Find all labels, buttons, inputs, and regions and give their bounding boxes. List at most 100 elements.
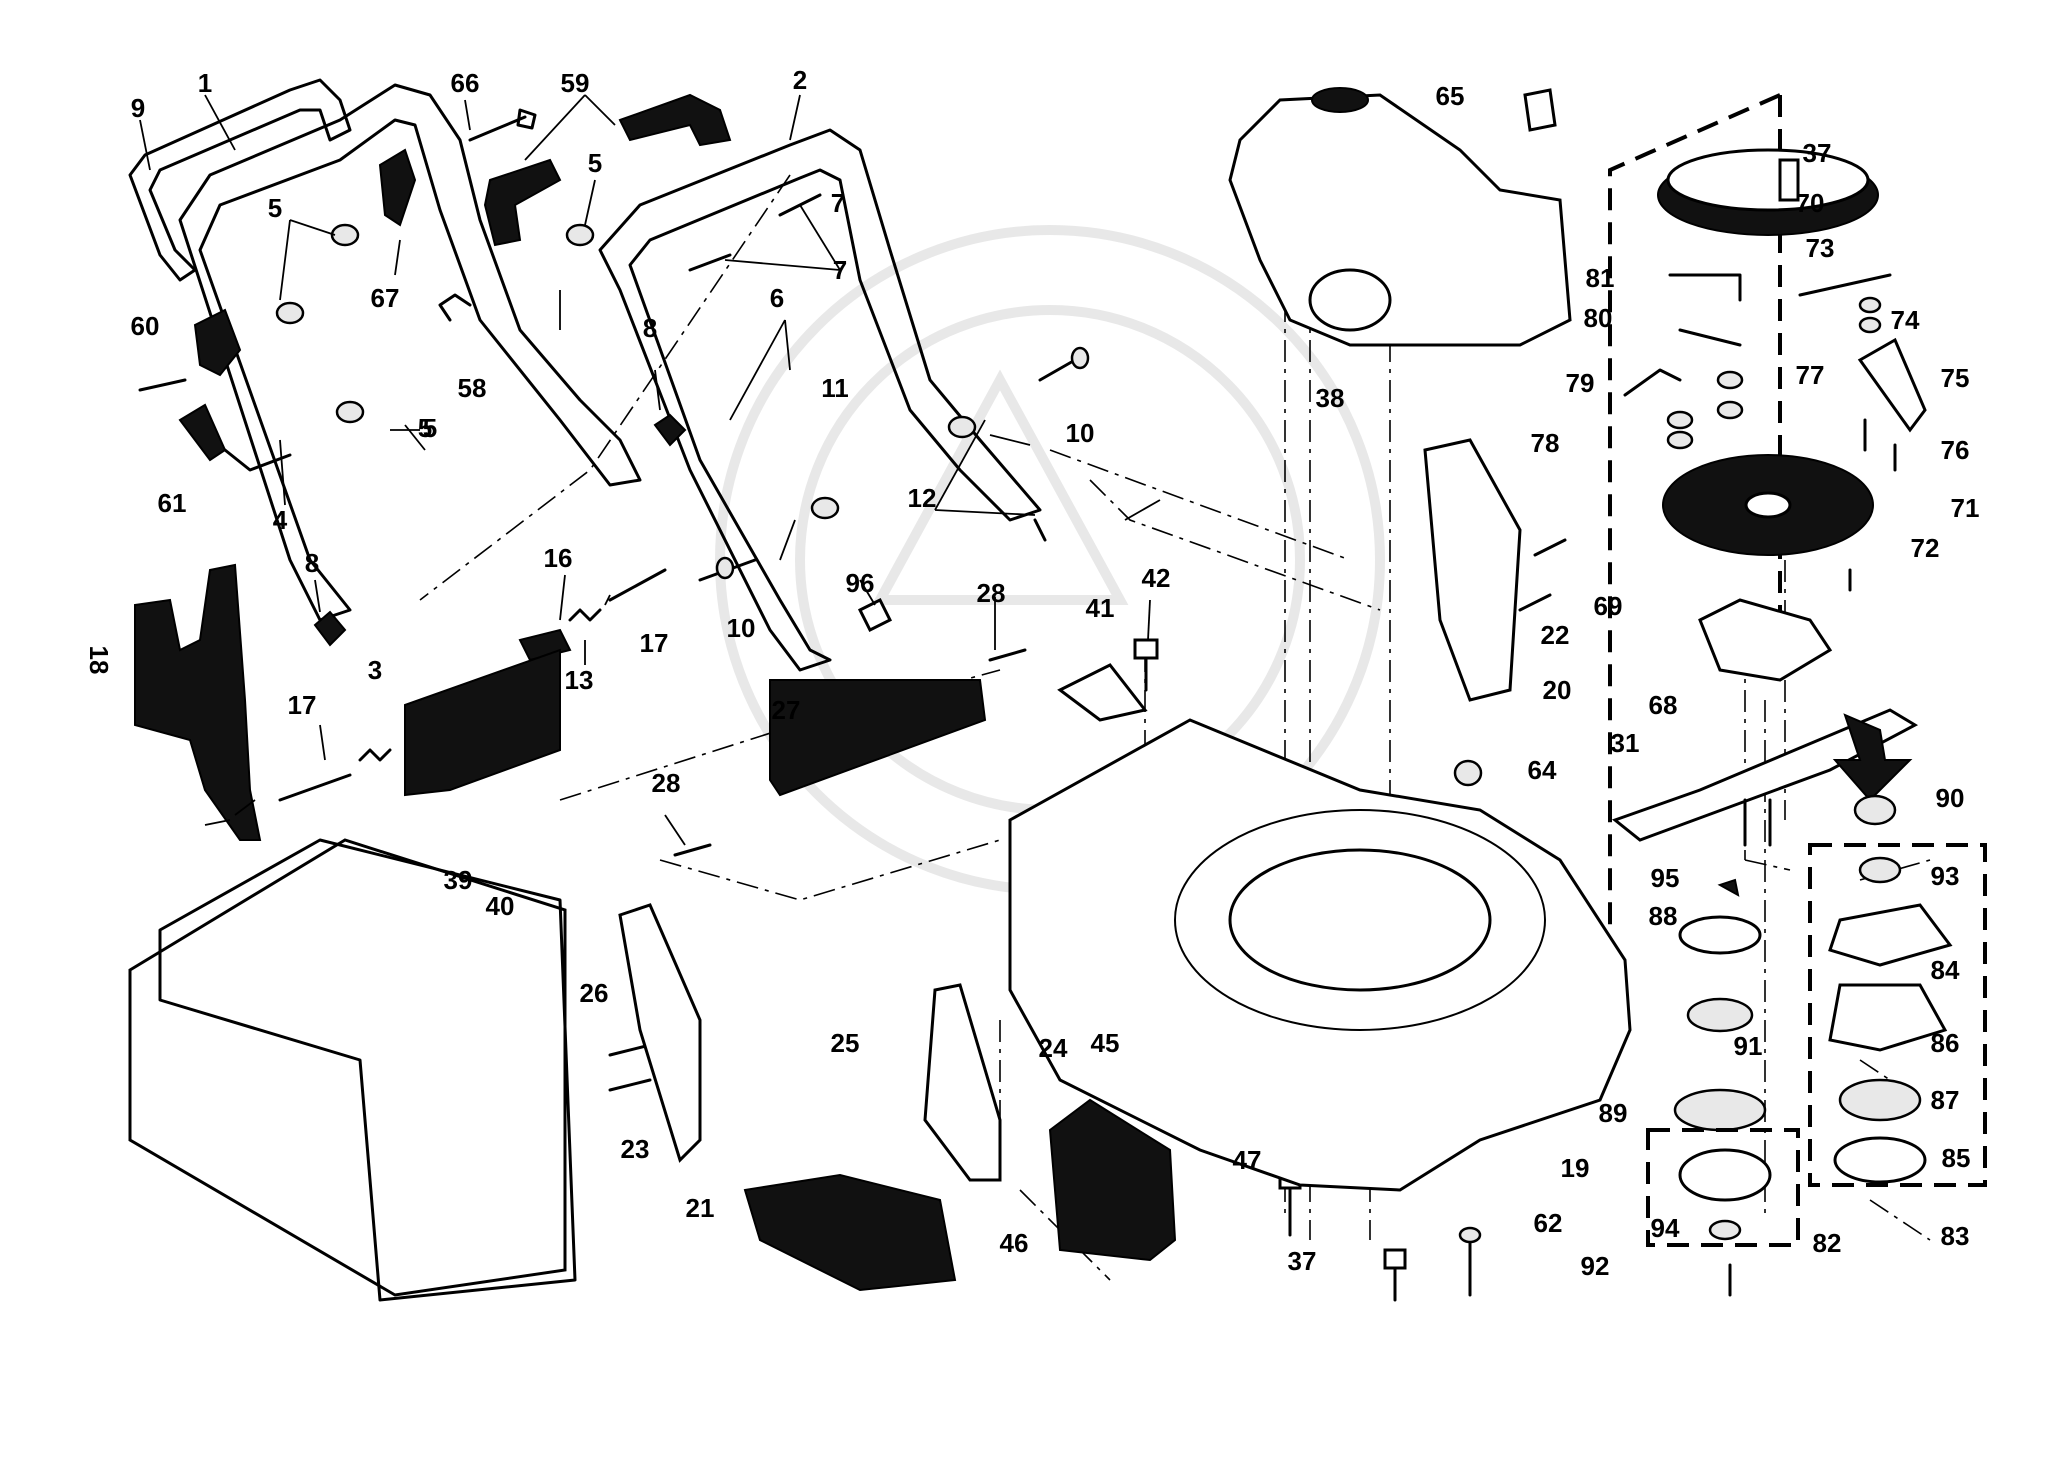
part-label-8: 8	[643, 313, 657, 343]
part-label-37: 37	[1288, 1246, 1317, 1276]
part-label-88: 88	[1649, 901, 1678, 931]
grass-bag-39-40	[128, 838, 577, 1302]
part-label-5: 5	[268, 193, 282, 223]
part-label-27: 27	[772, 695, 801, 725]
part-label-71: 71	[1951, 493, 1980, 523]
part-label-60: 60	[131, 311, 160, 341]
discharge-deflector-46	[743, 1173, 957, 1292]
part-label-13: 13	[565, 665, 594, 695]
part-label-76: 76	[1941, 435, 1970, 465]
upper-handle-2	[598, 128, 1042, 672]
part-label-19: 19	[1561, 1153, 1590, 1183]
part-label-89: 89	[1599, 1098, 1628, 1128]
part-label-93: 93	[1931, 861, 1960, 891]
part-label-73: 73	[1806, 233, 1835, 263]
part-label-87: 87	[1931, 1085, 1960, 1115]
part-label-84: 84	[1931, 955, 1960, 985]
part-label-65: 65	[1436, 81, 1465, 111]
part-label-90: 90	[1936, 783, 1965, 813]
part-label-67: 67	[371, 283, 400, 313]
part-label-40: 40	[486, 891, 515, 921]
part-label-86: 86	[1931, 1028, 1960, 1058]
part-label-18: 18	[84, 646, 114, 675]
wheel-bracket-21	[618, 903, 702, 1163]
part-label-82: 82	[1813, 1228, 1842, 1258]
part-label-4: 4	[273, 505, 288, 535]
part-label-78: 78	[1531, 428, 1560, 458]
part-label-37: 37	[1803, 138, 1832, 168]
part-label-1: 1	[198, 68, 212, 98]
part-label-11: 11	[821, 373, 849, 403]
part-label-95: 95	[1651, 863, 1680, 893]
part-label-42: 42	[1142, 563, 1171, 593]
rear-flap-18	[134, 563, 262, 841]
group-box-83	[1808, 843, 1987, 1187]
part-label-91: 91	[1734, 1031, 1763, 1061]
part-label-92: 92	[1581, 1251, 1610, 1281]
blade-drive-parts	[1611, 148, 1953, 1297]
part-label-10: 10	[727, 613, 756, 643]
part-label-3: 3	[368, 655, 382, 685]
part-label-12: 12	[908, 483, 937, 513]
wheel-bracket-20	[1423, 438, 1522, 702]
part-label-23: 23	[621, 1134, 650, 1164]
part-label-8: 8	[305, 548, 319, 578]
part-label-21: 21	[686, 1193, 715, 1223]
part-label-79: 79	[1566, 368, 1595, 398]
part-label-74: 74	[1891, 305, 1920, 335]
engine-38	[1228, 87, 1572, 347]
part-label-75: 75	[1941, 363, 1970, 393]
part-label-26: 26	[580, 978, 609, 1008]
part-label-28: 28	[652, 768, 681, 798]
part-label-83: 83	[1941, 1221, 1970, 1251]
part-label-28: 28	[977, 578, 1006, 608]
part-label-7: 7	[831, 188, 845, 218]
lower-handle-1	[178, 83, 642, 622]
rear-shield-assembly	[404, 648, 987, 797]
part-label-61: 61	[158, 488, 187, 518]
part-label-62: 62	[1534, 1208, 1563, 1238]
part-label-64: 64	[1528, 755, 1557, 785]
part-label-25: 25	[831, 1028, 860, 1058]
part-label-6: 6	[770, 283, 784, 313]
part-label-94: 94	[1651, 1213, 1680, 1243]
part-label-96: 96	[846, 568, 875, 598]
part-label-5: 5	[418, 413, 432, 443]
part-label-47: 47	[1233, 1145, 1262, 1175]
part-label-69: 69	[1594, 591, 1623, 621]
part-label-31: 31	[1611, 728, 1640, 758]
part-label-81: 81	[1586, 263, 1615, 293]
hardware-parts	[138, 88, 1567, 1302]
part-label-59: 59	[561, 68, 590, 98]
part-label-77: 77	[1796, 360, 1825, 390]
part-label-17: 17	[288, 690, 317, 720]
part-label-80: 80	[1584, 303, 1613, 333]
part-label-10: 10	[1066, 418, 1095, 448]
part-label-41: 41	[1086, 593, 1115, 623]
part-label-38: 38	[1316, 383, 1345, 413]
part-label-58: 58	[458, 373, 487, 403]
part-label-5: 5	[588, 148, 602, 178]
part-label-45: 45	[1091, 1028, 1120, 1058]
upper-handle-9	[128, 78, 352, 282]
part-label-16: 16	[544, 543, 573, 573]
mulch-plug-25	[923, 983, 1002, 1182]
part-label-24: 24	[1039, 1033, 1068, 1063]
part-label-85: 85	[1942, 1143, 1971, 1173]
part-label-46: 46	[1000, 1228, 1029, 1258]
part-label-5: 5	[423, 413, 437, 443]
part-label-72: 72	[1911, 533, 1940, 563]
part-label-9: 9	[131, 93, 145, 123]
part-label-66: 66	[451, 68, 480, 98]
part-label-2: 2	[793, 65, 807, 95]
leader-lines	[139, 94, 1161, 846]
part-label-68: 68	[1649, 690, 1678, 720]
part-label-39: 39	[444, 865, 473, 895]
side-chute-45	[1048, 1098, 1177, 1262]
group-box-82	[1646, 1128, 1800, 1247]
part-label-7: 7	[833, 255, 847, 285]
part-label-20: 20	[1543, 675, 1572, 705]
part-label-17: 17	[640, 628, 669, 658]
